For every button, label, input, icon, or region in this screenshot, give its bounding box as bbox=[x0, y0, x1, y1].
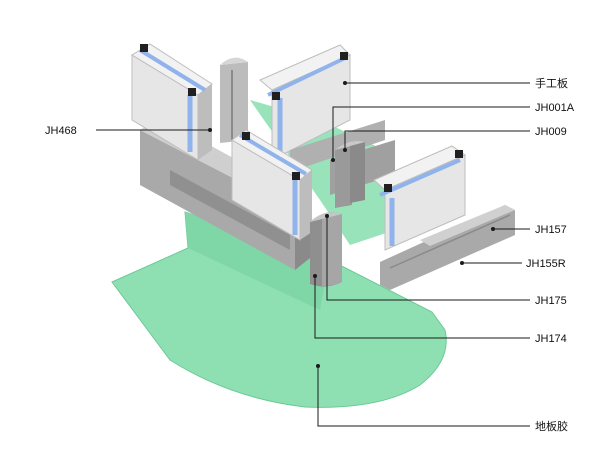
label-jh155r: JH155R bbox=[526, 258, 566, 270]
label-jh009: JH009 bbox=[535, 126, 567, 138]
callout-jh155r: JH155R bbox=[460, 258, 566, 270]
panel-left-back bbox=[131, 43, 213, 161]
callout-jh468: JH468 bbox=[45, 125, 212, 137]
label-jh157: JH157 bbox=[535, 224, 567, 236]
callout-jh174: JH174 bbox=[313, 274, 567, 345]
panel-right bbox=[373, 145, 467, 251]
post-left bbox=[220, 57, 248, 143]
panel-center-back bbox=[259, 44, 351, 161]
label-jh001a: JH001A bbox=[535, 102, 575, 114]
profile-rail-right bbox=[380, 205, 515, 290]
post-jh001a bbox=[335, 141, 365, 208]
callout-floor-glue: 地板胶 bbox=[316, 364, 568, 433]
label-jh175: JH175 bbox=[535, 295, 567, 307]
label-jh468: JH468 bbox=[45, 125, 77, 137]
panel-front-middle bbox=[231, 129, 313, 241]
label-floor-glue: 地板胶 bbox=[535, 419, 568, 433]
callout-jh157: JH157 bbox=[491, 224, 567, 236]
label-jh174: JH174 bbox=[535, 333, 567, 345]
callout-jh175: JH175 bbox=[325, 214, 567, 307]
callout-jh001a: JH001A bbox=[331, 102, 575, 162]
callouts: 手工板 JH001A JH009 JH468 JH157 JH155R bbox=[45, 76, 575, 433]
label-manual-panel: 手工板 bbox=[535, 76, 568, 90]
callout-manual-panel: 手工板 bbox=[343, 76, 568, 90]
callout-jh009: JH009 bbox=[343, 126, 567, 152]
